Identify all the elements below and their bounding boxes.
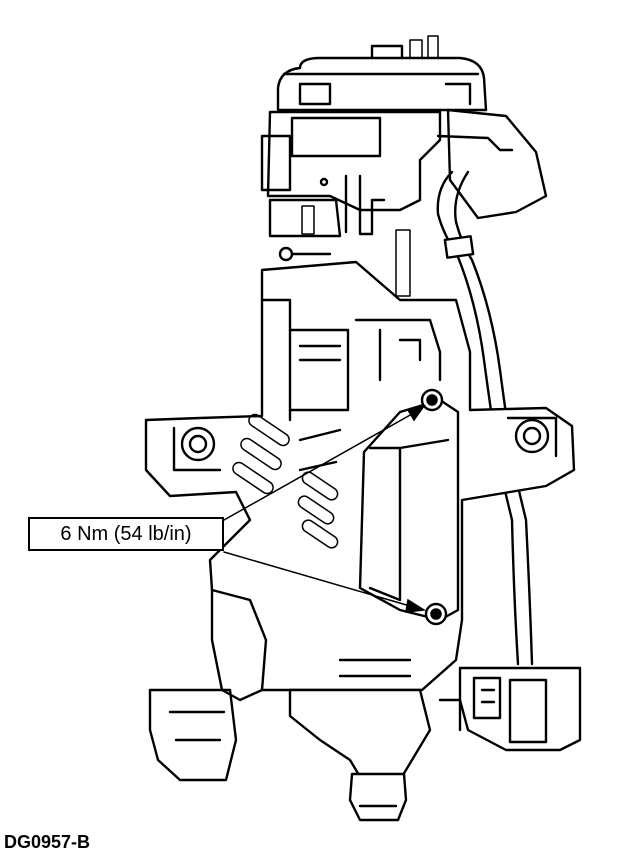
leader-arrows xyxy=(223,404,427,613)
mounting-ears xyxy=(172,416,558,472)
lower-column xyxy=(148,588,432,822)
top-cap xyxy=(276,35,488,112)
figure-id: DG0957-B xyxy=(4,832,91,852)
torque-label: 6 Nm (54 lb/in) xyxy=(60,523,192,545)
upper-housing xyxy=(260,110,442,297)
module-housing xyxy=(358,388,460,626)
torque-callout: 6 Nm (54 lb/in) xyxy=(28,517,224,551)
connector-block xyxy=(438,666,582,752)
column-body xyxy=(144,260,576,692)
